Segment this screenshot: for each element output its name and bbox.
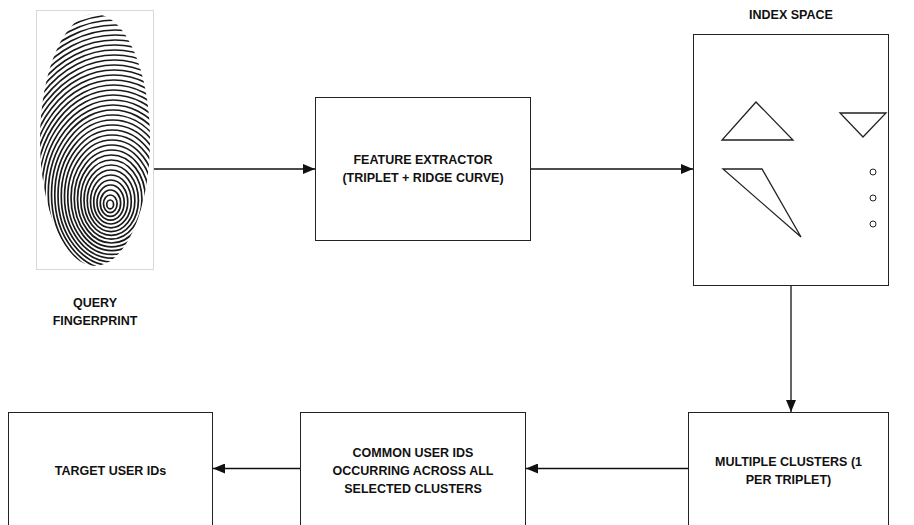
fingerprint-ridge (87, 170, 135, 232)
process-box: COMMON USER IDS OCCURRING ACROSS ALL SEL… (300, 412, 526, 525)
fingerprint-ridge (19, 65, 209, 311)
fingerprint-ridge (58, 125, 167, 266)
index-space-border (693, 34, 889, 286)
fingerprint-ridge (22, 70, 206, 308)
dot-symbol (870, 221, 876, 227)
output-box: TARGET USER IDs (8, 412, 213, 525)
fingerprint-ridge (0, 0, 266, 372)
fingerprint-ridge (0, 0, 256, 361)
fingerprint-ridge (0, 0, 273, 380)
fingerprint-ridge (0, 0, 259, 365)
fingerprint-ridge (29, 80, 199, 300)
heading-label: QUERY FINGERPRINT (45, 294, 145, 330)
fingerprint-ridge (91, 175, 132, 228)
fingerprint-ridge (48, 110, 177, 277)
fingerprint-ridge (0, 35, 231, 334)
fingerprint-ridge (55, 120, 171, 270)
fingerprint-ridge (74, 150, 149, 247)
fingerprint-ridge (0, 0, 280, 387)
flow-arrow (526, 468, 688, 469)
flow-arrow (154, 168, 315, 169)
box-label: MULTIPLE CLUSTERS (1 PER TRIPLET) (714, 453, 864, 489)
flow-arrow (531, 168, 693, 169)
fingerprint-ridge (0, 15, 245, 349)
fingerprint-ridge (0, 0, 263, 368)
triangle-shape (840, 113, 886, 137)
fingerprint-ridge (35, 90, 191, 292)
box-label: TARGET USER IDs (55, 462, 167, 480)
flow-arrow (790, 286, 791, 412)
flow-arrow (213, 468, 300, 469)
fingerprint-ridge (6, 45, 224, 327)
text-group: COMMON USER IDS OCCURRING ACROSS ALL SEL… (328, 444, 498, 498)
fingerprint-ridge (68, 140, 156, 254)
triangle-shape (722, 102, 793, 140)
fingerprint-ridge (0, 0, 277, 384)
index-space-box: INDEX SPACE (693, 6, 889, 286)
fingerprint-ridge (26, 75, 203, 304)
fingerprint-ridge (0, 0, 270, 376)
fingerprint-ridge (0, 30, 234, 338)
text-group: TARGET USER IDs (55, 462, 167, 480)
fingerprint-ridge (51, 115, 173, 273)
text-group: FEATURE EXTRACTOR (TRIPLET + RIDGE CURVE… (334, 151, 512, 187)
fingerprint-ridge (61, 130, 163, 262)
heading-label: INDEX SPACE (693, 6, 889, 24)
fingerprint-ridge (45, 105, 181, 281)
fingerprint-ridge (100, 190, 120, 216)
fingerprint-ridge (0, 20, 241, 346)
fingerprint-ridge (78, 155, 146, 243)
fingerprint-ridge (104, 195, 118, 213)
fingerprint-ridge (0, 25, 238, 342)
fingerprint-ridge (39, 95, 189, 289)
fingerprint-ridge (0, 5, 252, 357)
fingerprint-ridge (97, 185, 124, 220)
fingerprint-ridge (3, 40, 227, 330)
fingerprint-ridge (65, 135, 160, 258)
dot-symbol (870, 195, 876, 201)
fingerprint-ridge (107, 200, 114, 209)
fingerprint-ridge (9, 50, 220, 323)
fingerprint-ridge (71, 145, 153, 251)
process-box: FEATURE EXTRACTOR (TRIPLET + RIDGE CURVE… (315, 97, 531, 241)
fingerprint-image (0, 0, 280, 387)
text-group: MULTIPLE CLUSTERS (1 PER TRIPLET) (714, 453, 864, 489)
fingerprint-ridge (32, 85, 195, 296)
triangle-shape (723, 169, 801, 237)
fingerprint-ridge (84, 165, 138, 235)
fingerprint-ridge (81, 160, 142, 239)
fingerprint-ridge (16, 60, 213, 315)
box-label: FEATURE EXTRACTOR (TRIPLET + RIDGE CURVE… (334, 151, 512, 187)
fingerprint-ridge (0, 10, 248, 353)
fingerprint-ridge (13, 55, 217, 319)
input-image-node: QUERY FINGERPRINT (36, 10, 154, 332)
fingerprint-ridge (42, 100, 185, 285)
dot-symbol (870, 169, 876, 175)
fingerprint-ridge (94, 180, 128, 224)
box-label: COMMON USER IDS OCCURRING ACROSS ALL SEL… (328, 444, 498, 498)
process-box: MULTIPLE CLUSTERS (1 PER TRIPLET) (688, 412, 889, 525)
